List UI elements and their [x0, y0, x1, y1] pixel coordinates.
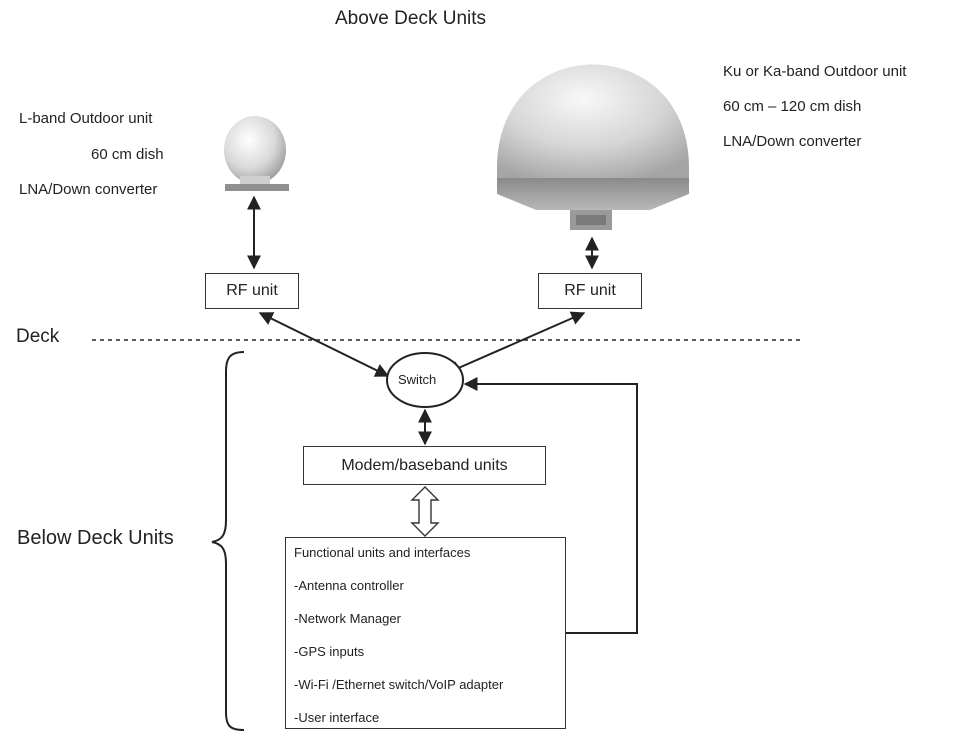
- above-deck-heading: Above Deck Units: [335, 8, 487, 29]
- ku-ka-outdoor-label: Ku or Ka-band Outdoor unit: [723, 63, 907, 80]
- functional-item-network-manager: -Network Manager: [294, 611, 401, 626]
- functional-item-wifi-ethernet: -Wi-Fi /Ethernet switch/VoIP adapter: [294, 677, 504, 692]
- left-rf-switch-arrow: [258, 312, 390, 377]
- functional-item-antenna-controller: -Antenna controller: [294, 578, 404, 593]
- l-band-dome-icon: [224, 116, 289, 191]
- l-band-outdoor-label: L-band Outdoor unit: [19, 110, 153, 127]
- functional-item-user-interface: -User interface: [294, 710, 380, 725]
- ku-ka-lna-label: LNA/Down converter: [723, 133, 862, 150]
- ku-ka-band-dome-icon: [497, 64, 689, 230]
- deck-label: Deck: [16, 326, 60, 347]
- l-band-lna-label: LNA/Down converter: [19, 181, 158, 198]
- functional-switch-feedback-arrow: [463, 377, 638, 634]
- right-rf-switch-arrow: [445, 311, 586, 375]
- modem-label: Modem/baseband units: [341, 456, 508, 474]
- functional-units-box: Functional units and interfaces -Antenna…: [285, 537, 566, 729]
- l-band-dish-label: 60 cm dish: [91, 146, 164, 163]
- below-deck-label: Below Deck Units: [17, 527, 174, 549]
- ku-ka-dish-label: 60 cm – 120 cm dish: [723, 98, 862, 115]
- switch-node: [386, 352, 464, 408]
- functional-units-title: Functional units and interfaces: [294, 545, 471, 560]
- right-rf-unit-box: RF unit: [538, 273, 642, 309]
- below-deck-brace: [211, 351, 245, 731]
- modem-box: Modem/baseband units: [303, 446, 546, 485]
- right-rf-unit-label: RF unit: [564, 282, 616, 299]
- functional-item-gps-inputs: -GPS inputs: [294, 644, 365, 659]
- left-rf-unit-box: RF unit: [205, 273, 299, 309]
- left-rf-unit-label: RF unit: [226, 282, 278, 299]
- modem-functional-hollow-arrow: [410, 486, 440, 537]
- switch-label: Switch: [398, 372, 437, 387]
